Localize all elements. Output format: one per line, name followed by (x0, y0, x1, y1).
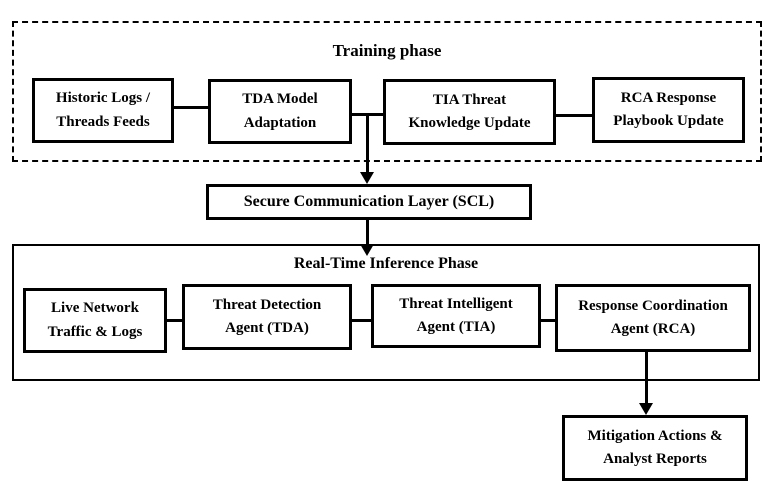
node-tia-threat-knowledge-update: TIA Threat Knowledge Update (383, 79, 556, 145)
arrow-down-icon (360, 172, 374, 184)
connector-tia-to-rca (554, 114, 594, 117)
connector-tia-to-rca-agent (539, 319, 557, 322)
connector-live-to-tda-agent (165, 319, 184, 322)
node-secure-communication-layer: Secure Communication Layer (SCL) (206, 184, 532, 220)
node-live-network-traffic-logs: Live Network Traffic & Logs (23, 288, 167, 353)
node-tda-model-adaptation: TDA Model Adaptation (208, 79, 352, 144)
inference-phase-title: Real-Time Inference Phase (293, 255, 479, 272)
node-threat-detection-agent: Threat Detection Agent (TDA) (182, 284, 352, 350)
node-response-coordination-agent: Response Coordination Agent (RCA) (555, 284, 751, 352)
node-historic-logs-threads-feeds: Historic Logs / Threads Feeds (32, 78, 174, 143)
node-mitigation-actions-analyst-reports: Mitigation Actions & Analyst Reports (562, 415, 748, 481)
arrow-line-scl-to-inference (366, 220, 369, 245)
training-phase-title: Training phase (332, 41, 442, 60)
arrow-line-rca-to-mitigation (645, 352, 648, 404)
arrow-down-icon (360, 244, 374, 256)
connector-historic-to-tda (172, 106, 210, 109)
connector-tda-to-tia-agent (350, 319, 373, 322)
arrow-down-icon (639, 403, 653, 415)
arrow-line-training-to-scl (366, 113, 369, 173)
node-threat-intelligent-agent: Threat Intelligent Agent (TIA) (371, 284, 541, 348)
node-rca-response-playbook-update: RCA Response Playbook Update (592, 77, 745, 143)
